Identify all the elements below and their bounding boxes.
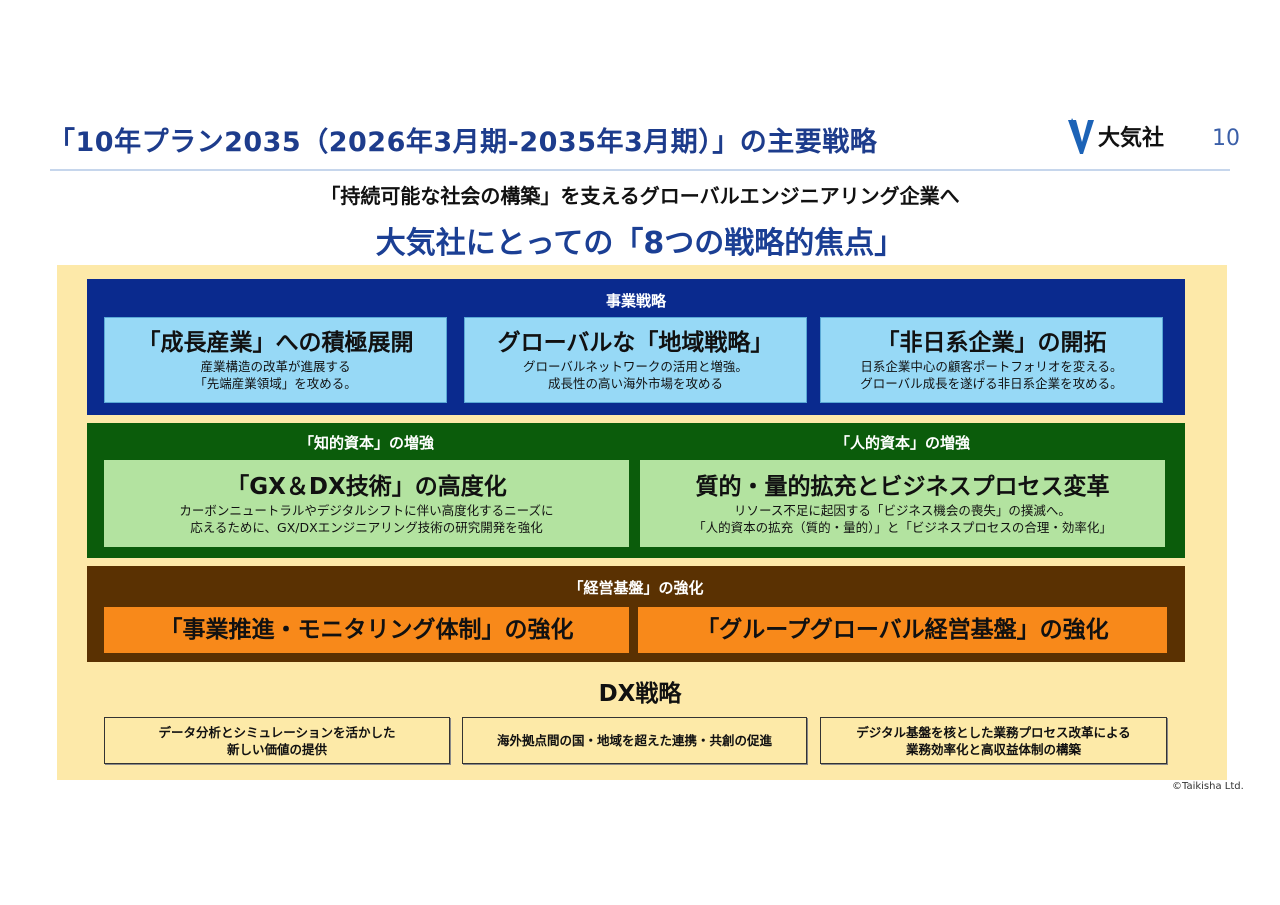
dx-item: データ分析とシミュレーションを活かした新しい価値の提供 — [104, 717, 450, 764]
human-capital-label: 「人的資本」の増強 — [834, 434, 970, 452]
card-desc: 産業構造の改革が進展する — [200, 359, 351, 374]
strategy-card: 「非日系企業」の開拓 日系企業中心の顧客ポートフォリオを変える。 グローバル成長… — [820, 317, 1163, 403]
dx-item-line: 業務効率化と高収益体制の構築 — [905, 741, 1081, 757]
card-desc: 「先端産業領域」を攻める。 — [194, 376, 357, 391]
strategy-card: 「GX＆DX技術」の高度化 カーボンニュートラルやデジタルシフトに伴い高度化する… — [104, 460, 629, 547]
management-panel: 「経営基盤」の強化 「事業推進・モニタリング体制」の強化 「グループグローバル経… — [87, 566, 1185, 662]
intellectual-capital-label: 「知的資本」の増強 — [298, 434, 434, 452]
strategy-card: 「事業推進・モニタリング体制」の強化 — [104, 607, 629, 653]
card-desc: 応えるために、GX/DXエンジニアリング技術の研究開発を強化 — [190, 519, 543, 535]
card-desc: 日系企業中心の顧客ポートフォリオを変える。 — [860, 359, 1123, 374]
dx-item-line: 海外拠点間の国・地域を超えた連携・共創の促進 — [496, 733, 772, 748]
copyright: ©Taikisha Ltd. — [1172, 781, 1244, 792]
logo-mark-icon — [1068, 118, 1094, 154]
dx-item: 海外拠点間の国・地域を超えた連携・共創の促進 — [462, 717, 807, 764]
company-logo: 大気社 — [1066, 116, 1191, 156]
header-divider — [50, 169, 1230, 171]
card-title: 「非日系企業」の開拓 — [876, 330, 1107, 356]
slide-title: 「10年プラン2035（2026年3月期-2035年3月期）」の主要戦略 — [48, 127, 878, 158]
card-desc: 成長性の高い海外市場を攻める — [547, 376, 723, 391]
logo-text: 大気社 — [1098, 126, 1165, 151]
card-title: 「グループグローバル経営基盤」の強化 — [696, 617, 1109, 643]
dx-item: デジタル基盤を核とした業務プロセス改革による業務効率化と高収益体制の構築 — [820, 717, 1167, 764]
management-label: 「経営基盤」の強化 — [568, 579, 704, 597]
card-title: 「GX＆DX技術」の高度化 — [226, 473, 507, 500]
card-desc: 「人的資本の拡充（質的・量的）」と「ビジネスプロセスの合理・効率化」 — [693, 519, 1112, 535]
card-desc: グローバルネットワークの活用と増強。 — [523, 359, 748, 374]
strategy-card: 質的・量的拡充とビジネスプロセス変革 リソース不足に起因する「ビジネス機会の喪失… — [640, 460, 1165, 547]
business-strategy-label: 事業戦略 — [605, 292, 666, 310]
dx-item-line: デジタル基盤を核とした業務プロセス改革による — [856, 724, 1131, 740]
strategy-card: グローバルな「地域戦略」 グローバルネットワークの活用と増強。 成長性の高い海外… — [464, 317, 807, 403]
strategy-card: 「グループグローバル経営基盤」の強化 — [638, 607, 1167, 653]
card-title: 「成長産業」への積極展開 — [137, 330, 414, 356]
dx-strategy-label: DX戦略 — [598, 681, 682, 707]
card-title: 「事業推進・モニタリング体制」の強化 — [159, 617, 574, 643]
business-strategy-panel: 事業戦略 「成長産業」への積極展開 産業構造の改革が進展する 「先端産業領域」を… — [87, 279, 1185, 415]
card-desc: リソース不足に起因する「ビジネス機会の喪失」の撲滅へ。 — [734, 502, 1071, 518]
dx-item-line: データ分析とシミュレーションを活かした — [158, 724, 396, 740]
card-title: 質的・量的拡充とビジネスプロセス変革 — [695, 473, 1110, 500]
capital-panel: 「知的資本」の増強 「人的資本」の増強 「GX＆DX技術」の高度化 カーボンニュ… — [87, 423, 1185, 558]
subtitle: 「持続可能な社会の構築」を支えるグローバルエンジニアリング企業へ — [320, 184, 960, 208]
card-desc: グローバル成長を遂げる非日系企業を攻める。 — [860, 376, 1123, 391]
main-heading: 大気社にとっての「8つの戦略的焦点」 — [375, 226, 905, 261]
card-title: グローバルな「地域戦略」 — [497, 330, 774, 356]
dx-item-line: 新しい価値の提供 — [226, 741, 327, 757]
page-number: 10 — [1212, 126, 1240, 151]
strategy-card: 「成長産業」への積極展開 産業構造の改革が進展する 「先端産業領域」を攻める。 — [104, 317, 447, 403]
card-desc: カーボンニュートラルやデジタルシフトに伴い高度化するニーズに — [179, 502, 554, 518]
